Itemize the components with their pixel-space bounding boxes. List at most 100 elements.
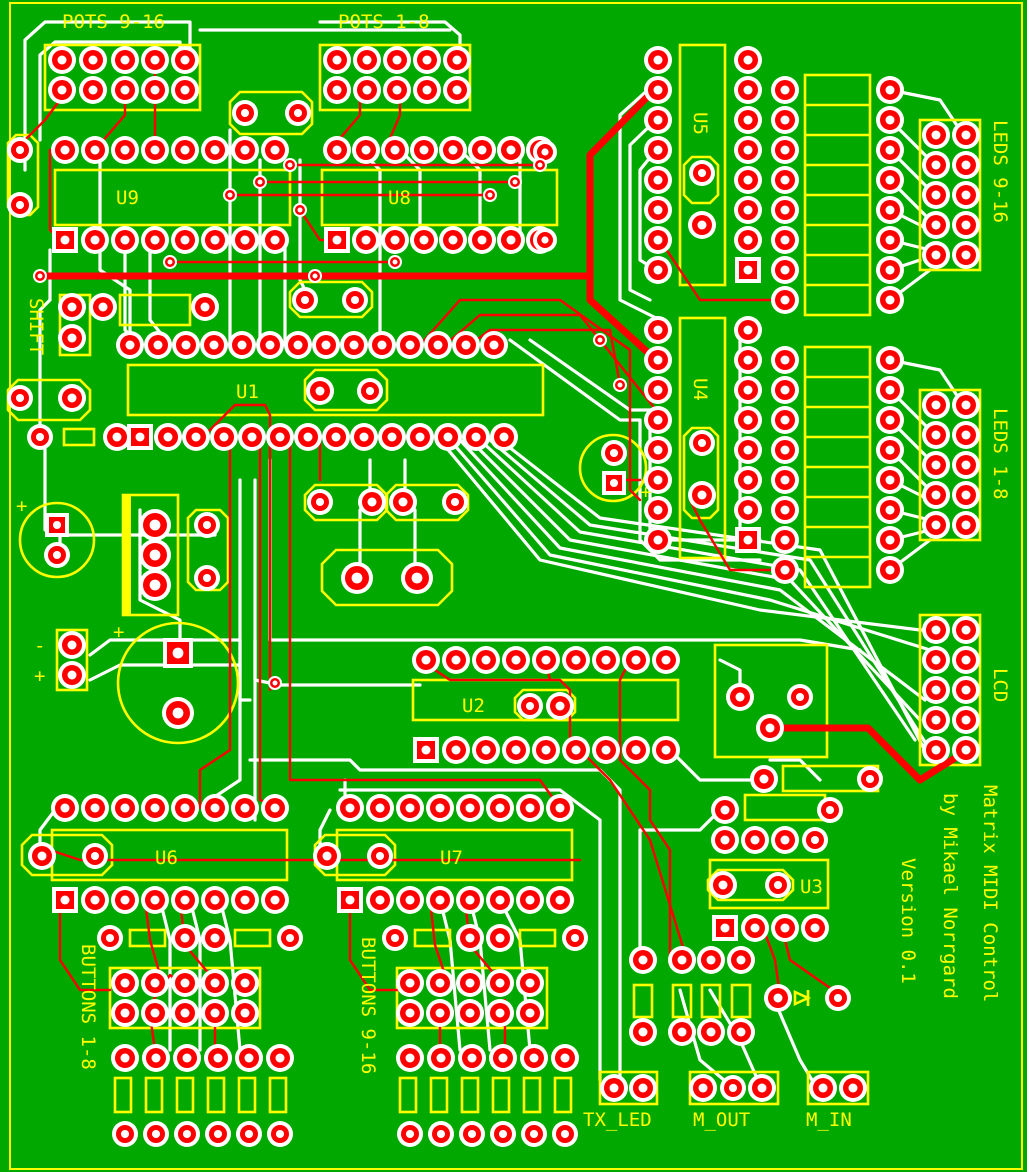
pad-drill [52,550,62,560]
pad-drill [477,145,487,155]
via [223,188,237,202]
pad-drill [780,205,790,215]
lcd-pin [922,706,950,734]
pad-drill [720,923,730,933]
pad-drill [90,851,100,861]
pad-drill [495,1008,505,1018]
label-shift: SHIFT [25,298,47,355]
lcd-pin [952,676,980,704]
resistor-array-bottom-pin [876,346,904,374]
u4-pin [734,346,762,374]
u3-pin [802,827,828,853]
pad-drill [149,579,161,591]
buttons-1-8-pin [231,999,259,1027]
top-trace [348,898,402,992]
top-trace [618,658,672,967]
pad-drill [435,803,445,813]
pad-drill [451,745,461,755]
u6-pin [81,886,109,914]
pots-1-8-pin [413,76,441,104]
u3-pin [741,826,769,854]
u4-pin [644,406,672,434]
u9-pin [201,226,229,254]
button-1-8-resistor-pin [174,1121,200,1147]
component-pads [7,46,980,1147]
diode-symbol [793,989,812,1007]
pad-drill [609,448,619,458]
pad-drill [15,145,25,155]
pad-drill [931,130,941,140]
pad-drill [361,145,371,155]
pad-drill [499,432,509,442]
pad-drill [467,1053,477,1063]
resistor-pin [201,924,229,952]
pad-drill [422,85,432,95]
pad-drill [180,803,190,813]
buttons-9-16-pin [426,969,454,997]
u6-pin [171,794,199,822]
top-trace [418,298,642,502]
pots-1-8-header-outline [318,43,472,112]
pad-drill [718,880,728,890]
u1-cap-pin [306,377,334,405]
button-1-8-resistor-pin [111,1044,139,1072]
resistor-array-top-pin [771,226,799,254]
power-minus-label: - [34,635,45,657]
buttons-9-16-pin [486,969,514,997]
resistor-opto-a-pin [750,765,778,793]
opto-pin [726,683,754,711]
pad-drill [191,432,201,442]
pad-drill [780,85,790,95]
pad-drill [780,415,790,425]
resistor-array-bottom-pin [876,496,904,524]
pad-drill [961,400,971,410]
diode-pin [825,985,851,1011]
u9-pin [171,136,199,164]
pad-drill [961,130,971,140]
pad-drill [120,55,130,65]
pad-drill [240,803,250,813]
pad-drill [163,432,173,442]
label-leds-9-16: LEDS 9-16 [989,120,1011,223]
u1-pin [294,423,322,451]
resistor-u1-pin [27,424,53,450]
via-drill [227,192,233,198]
label-u8: U8 [388,187,411,209]
pad-drill [345,803,355,813]
u6-pin [201,886,229,914]
buttons-9-16-pin [426,999,454,1027]
u6-pin [261,886,289,914]
leds-9-16-pin [952,121,980,149]
pad-drill [213,1129,223,1139]
u8-pin [533,228,557,252]
resistor-array-top-pin [876,196,904,224]
pad-drill [743,235,753,245]
pad-drill [495,895,505,905]
pad-drill [706,955,716,965]
pad-drill [240,235,250,245]
pad-drill [780,535,790,545]
button-1-8-resistor-pin [173,1044,201,1072]
pad-drill [609,478,619,488]
crystal-mid-outline [288,280,374,319]
top-trace [468,328,622,387]
leds-1-8-pin [922,511,950,539]
pad-drill [120,85,130,95]
pad-drill [151,1129,161,1139]
pad-drill [653,235,663,245]
m-out-pin [720,1075,746,1101]
resistor-array-top-pin [876,106,904,134]
pad-drill [436,1129,446,1139]
pad-drill [150,803,160,813]
cap-polarity-plus-1: + [16,495,27,517]
via [308,269,322,283]
pad-drill [743,415,753,425]
u1-pin [322,423,350,451]
pad-drill [570,933,580,943]
bottom-trace [98,158,132,347]
pad-drill [750,923,760,933]
resistor-array-top-pin [876,286,904,314]
pad-drill [332,55,342,65]
buttons-1-8-pin [201,969,229,997]
u8-pin [533,140,557,164]
